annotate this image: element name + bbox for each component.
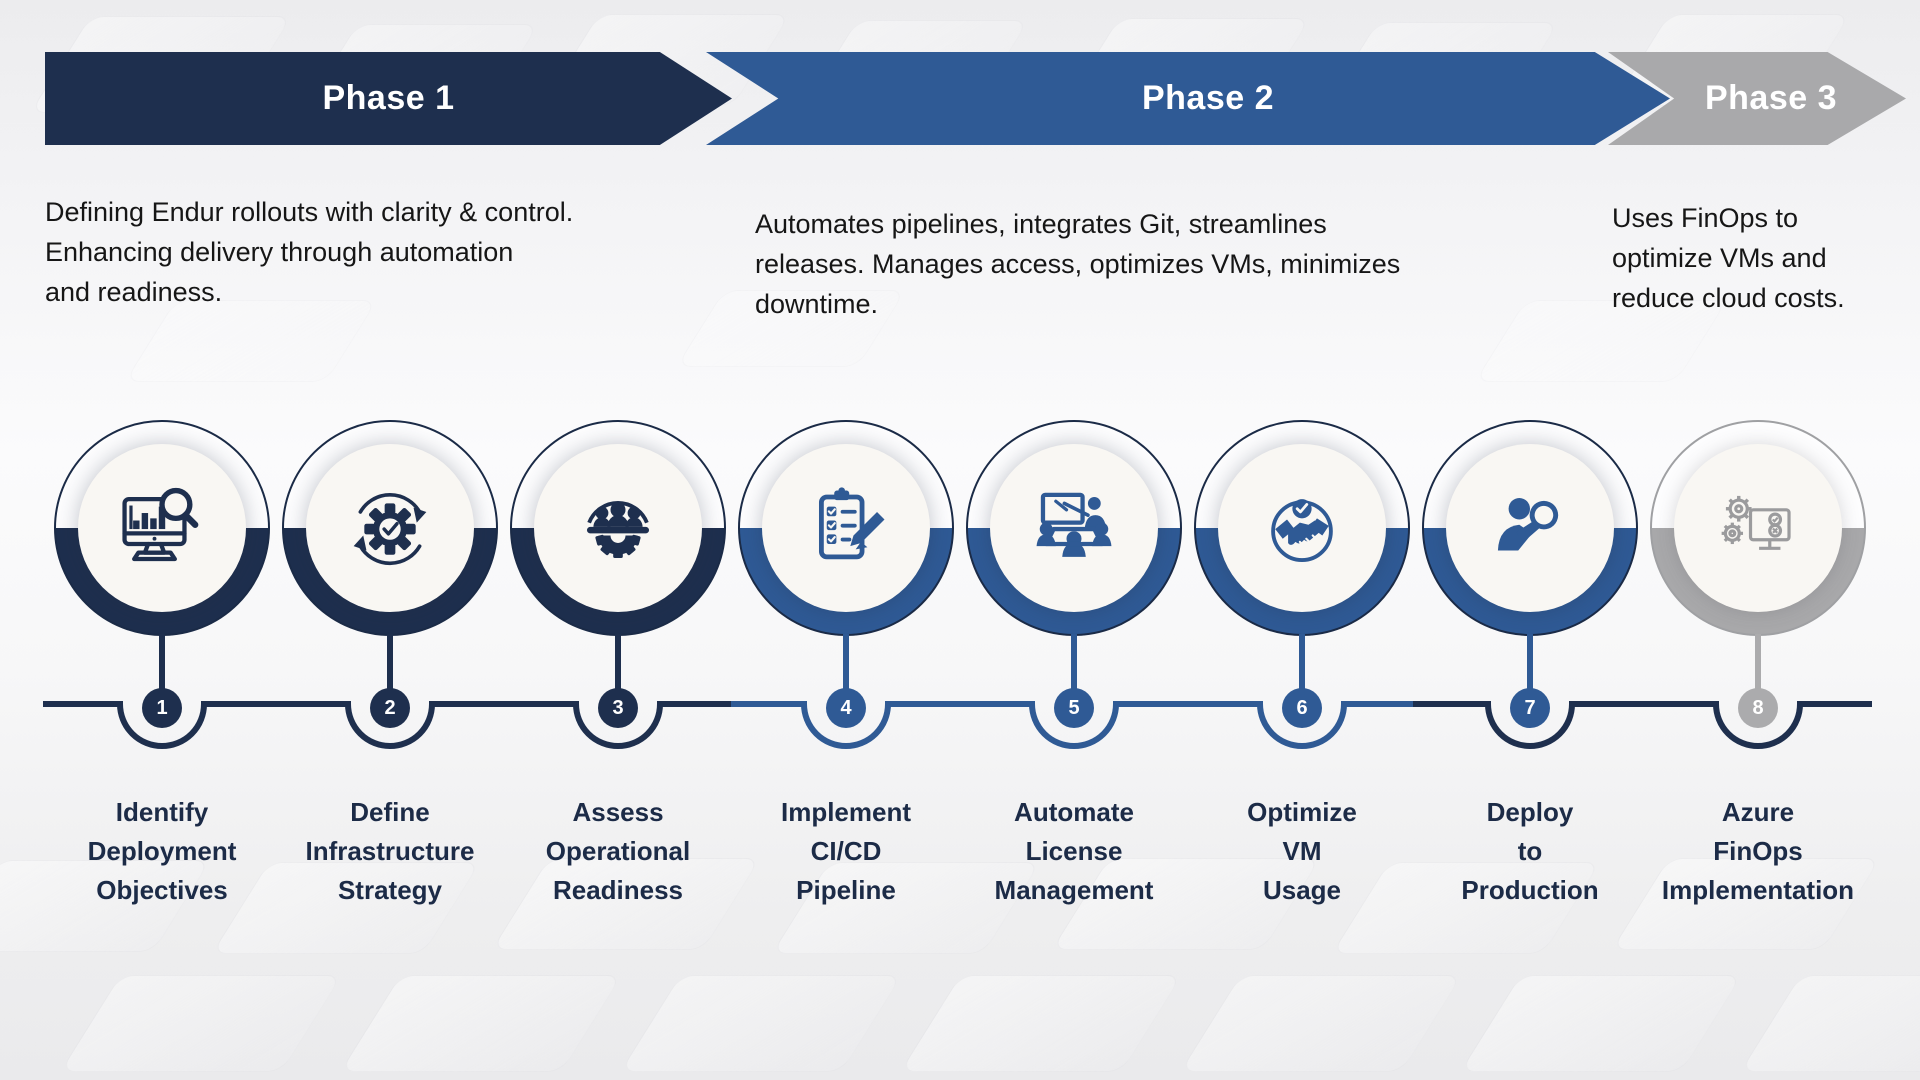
step-number-badge: 5: [1054, 688, 1094, 728]
phase-2-banner: Phase 2: [706, 52, 1670, 145]
step-3: 3 Assess Operational Readiness: [510, 420, 726, 905]
step-8-connector: [1755, 634, 1761, 690]
step-3-icon-circle: [534, 444, 702, 612]
step-number-badge: 7: [1510, 688, 1550, 728]
phase-3-title: Phase 3: [1704, 79, 1838, 117]
gear-check-cycle-icon: [353, 493, 427, 566]
step-4-connector: [843, 634, 849, 690]
step-8-icon-circle: [1674, 444, 1842, 612]
person-magnifier-icon: [1497, 498, 1559, 551]
step-5: 5 Automate License Management: [966, 420, 1182, 905]
step-number-badge: 1: [142, 688, 182, 728]
step-1: 1 Identify Deployment Objectives: [54, 420, 270, 905]
step-5-ring: [966, 420, 1182, 636]
phase-1-description: Defining Endur rollouts with clarity & c…: [45, 197, 574, 307]
step-number-badge: 3: [598, 688, 638, 728]
step-1-label: Identify Deployment Objectives: [87, 797, 237, 905]
step-8: 8 Azure FinOps Implementation: [1650, 420, 1866, 905]
step-4-icon-circle: [762, 444, 930, 612]
step-4-ring: [738, 420, 954, 636]
step-6-connector: [1299, 634, 1305, 690]
step-number-badge: 2: [370, 688, 410, 728]
handshake-agreement-icon: [1271, 499, 1333, 563]
step-2-icon-circle: [306, 444, 474, 612]
timeline-segment-phase2: [731, 701, 1413, 749]
training-presentation-icon: [1036, 492, 1112, 557]
phase-1-banner: Phase 1: [45, 52, 732, 145]
step-2-connector: [387, 634, 393, 690]
step-7-label: Deploy to Production: [1461, 797, 1599, 905]
step-1-icon-circle: [78, 444, 246, 612]
step-5-icon-circle: [990, 444, 1158, 612]
phase-2-title: Phase 2: [1141, 79, 1275, 117]
step-2-label: Define Infrastructure Strategy: [305, 797, 475, 905]
step-7-ring: [1422, 420, 1638, 636]
step-5-label: Automate License Management: [994, 797, 1154, 905]
timeline-segment-phase3: [1413, 701, 1872, 749]
monitor-analytics-magnifier-icon: [122, 487, 199, 562]
step-1-ring: [54, 420, 270, 636]
step-6-ring: [1194, 420, 1410, 636]
step-6-label: Optimize VM Usage: [1247, 797, 1357, 905]
phase-3-description: Uses FinOps to optimize VMs and reduce c…: [1612, 203, 1845, 313]
step-4-label: Implement CI/CD Pipeline: [780, 797, 912, 905]
checklist-clipboard-icon: [818, 487, 885, 560]
step-8-ring: [1650, 420, 1866, 636]
step-3-ring: [510, 420, 726, 636]
timeline-segment-phase1: [43, 701, 731, 749]
phase-1-title: Phase 1: [322, 79, 455, 117]
step-7-connector: [1527, 634, 1533, 690]
team-gear-icon: [586, 501, 650, 558]
phase-2-description: Automates pipelines, integrates Git, str…: [755, 209, 1401, 319]
step-5-connector: [1071, 634, 1077, 690]
step-number-badge: 6: [1282, 688, 1322, 728]
step-8-label: Azure FinOps Implementation: [1661, 797, 1855, 905]
step-3-label: Assess Operational Readiness: [545, 797, 691, 905]
step-3-connector: [615, 634, 621, 690]
step-number-badge: 4: [826, 688, 866, 728]
step-7: 7 Deploy to Production: [1422, 420, 1638, 905]
step-number-badge: 8: [1738, 688, 1778, 728]
step-1-connector: [159, 634, 165, 690]
step-6: 6 Optimize VM Usage: [1194, 420, 1410, 905]
step-2-ring: [282, 420, 498, 636]
gears-monitor-finops-icon: [1721, 495, 1791, 550]
step-6-icon-circle: [1218, 444, 1386, 612]
step-4: 4 Implement CI/CD Pipeline: [738, 420, 954, 905]
step-7-icon-circle: [1446, 444, 1614, 612]
step-2: 2 Define Infrastructure Strategy: [282, 420, 498, 905]
